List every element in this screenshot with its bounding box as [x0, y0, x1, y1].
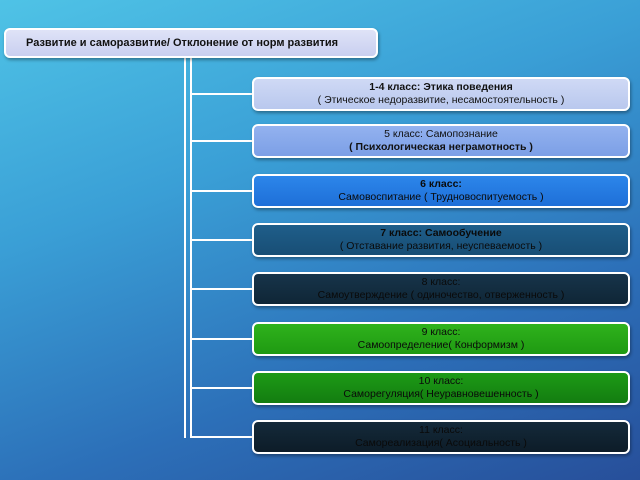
node-title: 10 класс: [418, 375, 464, 387]
node-deviation: Саморегуляция( Неуравновешенность ) [343, 388, 539, 400]
node-grade-10: 10 класс: Саморегуляция( Неуравновешенно… [252, 371, 630, 405]
node-deviation: ( Этическое недоразвитие, несамостоятель… [317, 94, 565, 106]
node-deviation: Самореализация( Асоциальность ) [355, 437, 527, 449]
node-grades-1-4: 1-4 класс: Этика поведения ( Этическое н… [252, 77, 630, 111]
node-title: 11 класс: [419, 424, 463, 436]
node-grade-9: 9 класс: Самоопределение( Конформизм ) [252, 322, 630, 356]
node-grade-5: 5 класс: Самопознание ( Психологическая … [252, 124, 630, 158]
node-title: 1-4 класс: Этика поведения [369, 81, 513, 93]
node-grade-11: 11 класс: Самореализация( Асоциальность … [252, 420, 630, 454]
root-node: Развитие и саморазвитие/ Отклонение от н… [4, 28, 378, 58]
node-deviation: Самоутверждение ( одиночество, отверженн… [317, 289, 565, 301]
node-grade-8: 8 класс: Самоутверждение ( одиночество, … [252, 272, 630, 306]
node-title: 5 класс: Самопознание [384, 128, 498, 140]
node-title: 6 класс: [420, 178, 462, 190]
node-grade-7: 7 класс: Самообучение ( Отставание разви… [252, 223, 630, 257]
node-deviation: ( Отставание развития, неуспеваемость ) [339, 240, 543, 252]
node-title: 7 класс: Самообучение [380, 227, 502, 239]
node-grade-6: 6 класс: Самовоспитание ( Трудновоспитуе… [252, 174, 630, 208]
node-deviation: Самовоспитание ( Трудновоспитуемость ) [338, 191, 544, 203]
node-deviation: Самоопределение( Конформизм ) [357, 339, 525, 351]
root-label: Развитие и саморазвитие/ Отклонение от н… [26, 36, 339, 49]
node-title: 8 класс: [421, 276, 461, 288]
node-deviation: ( Психологическая неграмотность ) [349, 141, 533, 153]
node-title: 9 класс: [421, 326, 461, 338]
